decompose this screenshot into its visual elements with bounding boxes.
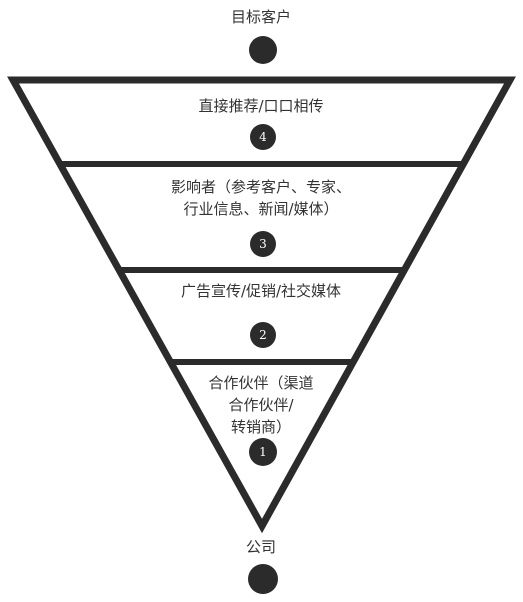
level-2-badge: 2 — [250, 322, 276, 348]
company-dot — [248, 564, 278, 594]
level-3-badge: 3 — [250, 231, 276, 257]
level-4-badge: 4 — [250, 124, 276, 150]
level-1-label: 合作伙伴（渠道 合作伙伴/ 转销商） — [208, 374, 314, 436]
funnel-outline — [7, 76, 516, 534]
target-customer-label: 目标客户 — [230, 8, 291, 26]
company-label: 公司 — [245, 538, 276, 556]
level-1-badge: 1 — [249, 438, 277, 466]
level-2-label: 广告宣传/促销/社交媒体 — [180, 282, 342, 300]
level-4-label: 直接推荐/口口相传 — [198, 97, 324, 115]
level-3-label: 影响者（参考客户、专家、 行业信息、新闻/媒体） — [170, 178, 351, 218]
target-customer-dot — [249, 36, 277, 64]
